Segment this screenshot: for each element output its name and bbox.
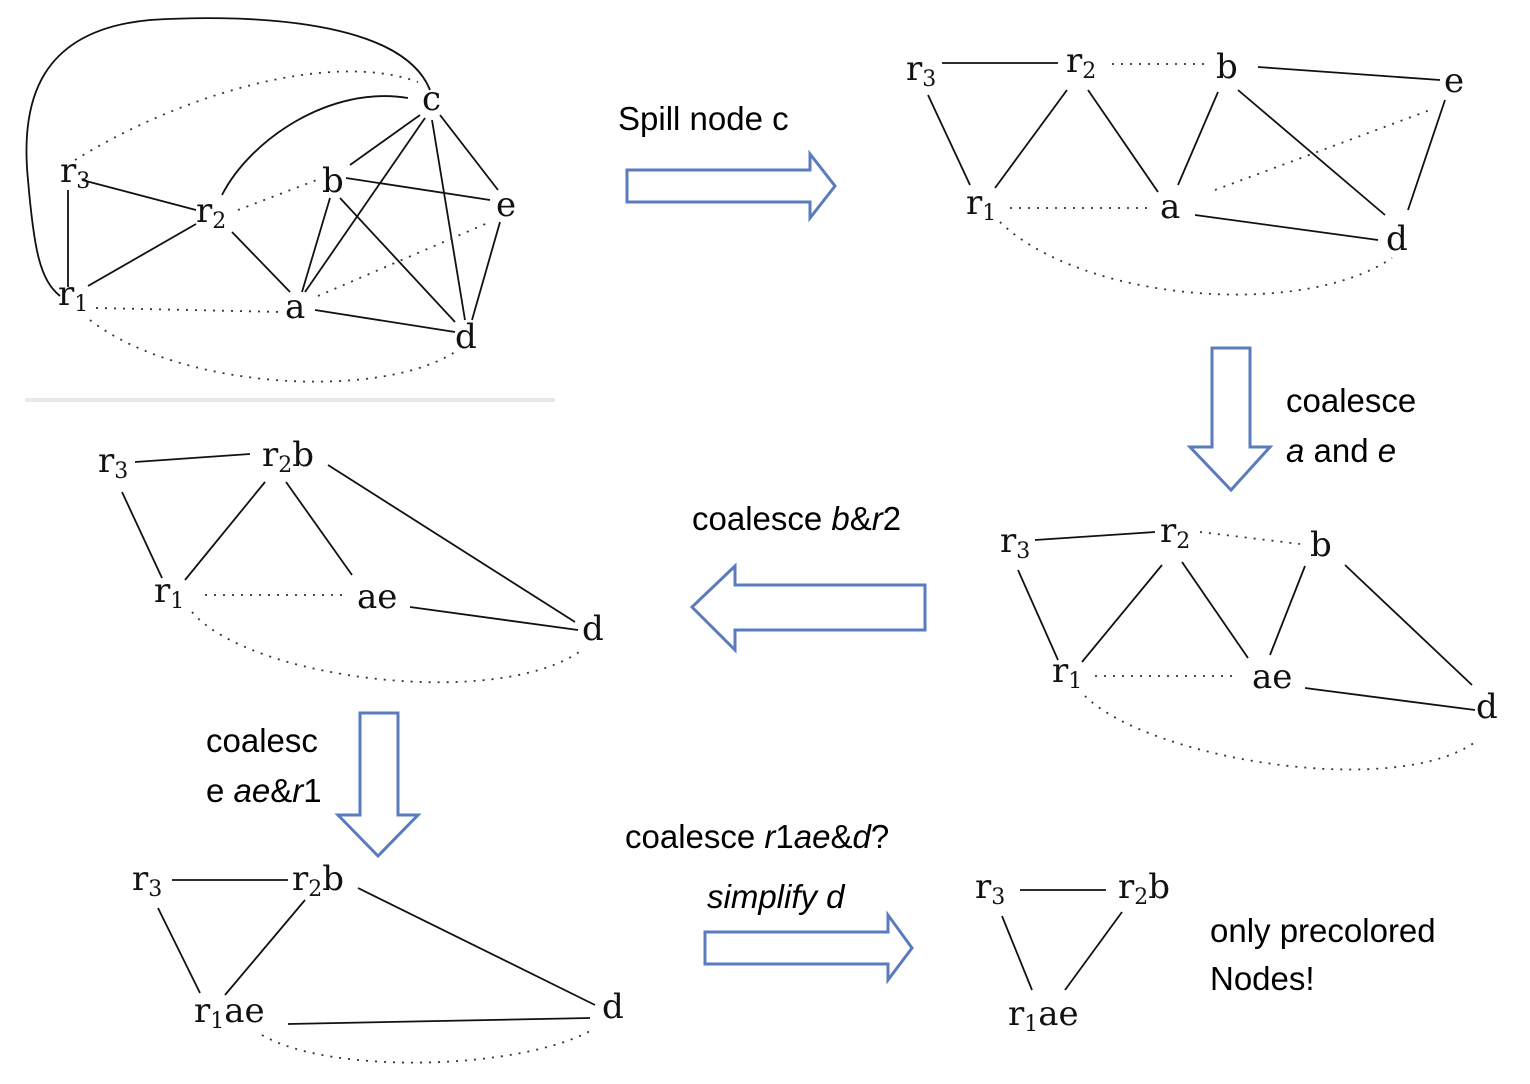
node-d: d: [455, 317, 477, 357]
graph-after-spill: r3 r2 b e r1 a d: [906, 41, 1464, 296]
graph-coalesce-ae: r3 r2 b r1 ae d: [1000, 511, 1498, 771]
node-ae: ae: [357, 577, 397, 617]
node-r2: r2: [1066, 41, 1096, 84]
node-r2b: r2b: [262, 435, 314, 478]
node-e: e: [496, 185, 516, 225]
node-r1ae: r1ae: [1008, 994, 1079, 1037]
node-c: c: [422, 79, 441, 119]
caption-final-line2: Nodes!: [1210, 960, 1315, 997]
caption-coalesce-r1aed: coalesce r1ae&d?: [625, 818, 889, 855]
node-r1: r1: [154, 571, 184, 614]
arrow-right-spill: [625, 149, 837, 223]
arrow-left-coalesce-br2: [689, 562, 927, 654]
node-d: d: [1386, 219, 1408, 259]
node-b: b: [1310, 525, 1332, 565]
node-r1: r1: [966, 183, 996, 226]
caption-final-line1: only precolored: [1210, 912, 1436, 949]
node-r3: r3: [98, 441, 128, 484]
node-r1: r1: [1052, 651, 1082, 694]
caption-simplify: simplify d: [707, 878, 846, 915]
caption-coalesce-aer1-line2: e ae&r1: [206, 772, 322, 809]
arrow-down-coalesce-aer1: [334, 711, 422, 859]
node-a: a: [285, 287, 305, 327]
node-r3: r3: [60, 151, 90, 194]
node-d: d: [582, 609, 604, 649]
node-r3: r3: [1000, 521, 1030, 564]
caption-coalesce-ae-line2: a and e: [1286, 432, 1396, 469]
arrow-down-coalesce-ae: [1186, 346, 1274, 493]
node-d: d: [602, 987, 624, 1027]
node-r1: r1: [58, 274, 88, 317]
node-r3: r3: [132, 859, 162, 902]
node-b: b: [1216, 47, 1238, 87]
graph-coalesce-aer1: r3 r2b r1ae d: [132, 859, 624, 1064]
arrow-right-simplify: [703, 910, 914, 985]
caption-coalesce-aer1-line1: coalesc: [206, 722, 318, 759]
caption-spill: Spill node c: [618, 100, 789, 137]
node-d: d: [1476, 687, 1498, 727]
node-a: a: [1160, 187, 1180, 227]
node-r2: r2: [1160, 511, 1190, 554]
graph-final: r3 r2b r1ae: [975, 867, 1170, 1037]
node-r1ae: r1ae: [194, 991, 265, 1034]
node-r3: r3: [906, 49, 936, 92]
node-ae: ae: [1252, 657, 1292, 697]
caption-coalesce-ae-line1: coalesce: [1286, 382, 1416, 419]
graph-coalesce-br2: r3 r2b r1 ae d: [98, 435, 604, 684]
node-r2b: r2b: [1118, 867, 1170, 910]
caption-coalesce-br2: coalesce b&r2: [692, 500, 901, 537]
node-r3: r3: [975, 867, 1005, 910]
node-b: b: [322, 161, 344, 201]
node-e: e: [1444, 61, 1464, 101]
graph-original: c r3 b r2 e r1 a d: [25, 17, 516, 383]
node-r2b: r2b: [292, 859, 344, 902]
node-r2: r2: [196, 191, 226, 234]
